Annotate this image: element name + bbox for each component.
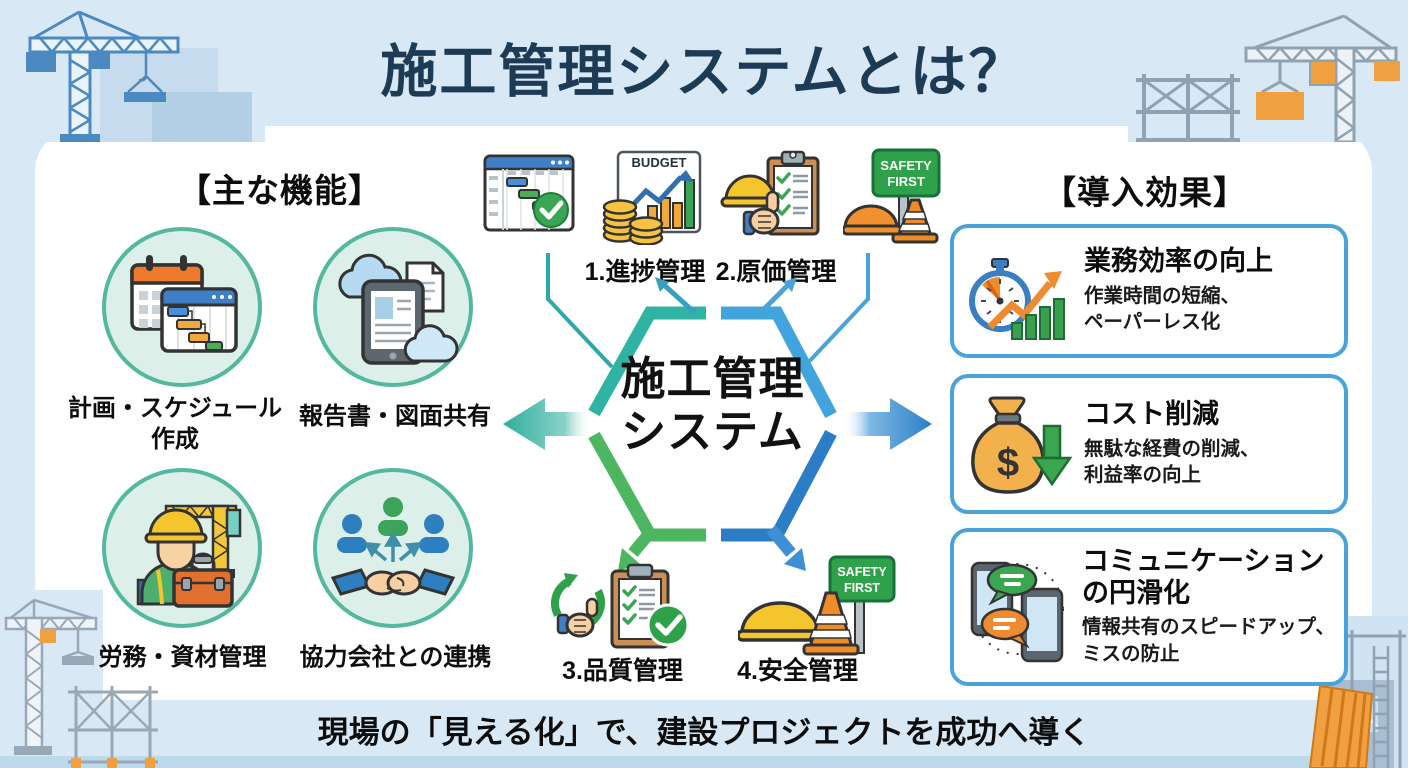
- label-safety-management: 4.安全管理: [737, 657, 858, 685]
- benefit-desc-efficiency: 作業時間の短縮、 ペーパーレス化: [1084, 284, 1241, 334]
- main-functions-heading: 【主な機能】: [178, 172, 382, 209]
- feature-label-partners: 協力会社との連携: [299, 644, 492, 671]
- label-quality-management: 3.品質管理: [562, 657, 683, 685]
- tower-crane-bottom-left-icon: [0, 590, 158, 768]
- safety-sign2-line1: SAFETY: [837, 565, 887, 579]
- feature-label-labor: 労務・資材管理: [98, 644, 267, 671]
- benefit-box-efficiency: 業務効率の向上 作業時間の短縮、 ペーパーレス化: [950, 224, 1348, 358]
- tablet-cloud-icon: [338, 253, 459, 365]
- gantt-check-icon: [483, 154, 575, 232]
- benefit-desc-communication: 情報共有のスピードアップ、 ミスの防止: [1082, 616, 1335, 666]
- safety-sign2-line2: FIRST: [844, 581, 880, 595]
- phones-chat-icon: [970, 561, 1064, 663]
- benefit-box-cost: $ コスト削減 無駄な経費の削減、 利益率の向上: [950, 374, 1348, 514]
- safety-first-sign-icon-bottom: SAFETY FIRST: [738, 555, 896, 656]
- worker-crane-toolbox-icon: [136, 504, 242, 608]
- label-cost-management: 2.原価管理: [715, 258, 837, 286]
- benefit-text-communication: コミュニケーション の円滑化 情報共有のスピードアップ、 ミスの防止: [1082, 546, 1335, 669]
- benefit-box-communication: コミュニケーション の円滑化 情報共有のスピードアップ、 ミスの防止: [950, 528, 1348, 686]
- benefits-heading: 【導入効果】: [1043, 174, 1247, 211]
- footer-tagline: 現場の「見える化」で、建設プロジェクトを成功へ導く: [317, 715, 1091, 750]
- tower-crane-top-right-icon: [1128, 0, 1408, 142]
- dollar-glyph: $: [997, 441, 1019, 485]
- construction-site-bottom-right-icon: [1308, 616, 1408, 768]
- bottom-bar: [0, 756, 1408, 768]
- feature-label-schedule: 計画・スケジュール 作成: [67, 395, 283, 454]
- hexagon-title-line2: システム: [621, 406, 804, 458]
- feature-circle-schedule: [102, 227, 262, 387]
- benefit-title-efficiency: 業務効率の向上: [1084, 245, 1273, 276]
- budget-sign-label: BUDGET: [632, 155, 687, 170]
- benefit-title-cost: コスト削減: [1084, 398, 1219, 429]
- budget-chart-icon: BUDGET: [602, 150, 702, 245]
- feature-circle-reports: [313, 227, 473, 387]
- hexagon-diagram: [503, 253, 932, 571]
- benefit-desc-cost: 無駄な経費の削減、 利益率の向上: [1084, 437, 1260, 487]
- benefit-text-cost: コスト削減 無駄な経費の削減、 利益率の向上: [1084, 399, 1260, 490]
- handshake-people-icon: [330, 497, 456, 596]
- feature-circle-labor: [102, 468, 262, 628]
- stopwatch-chart-icon: [969, 257, 1065, 340]
- quality-check-icon: [550, 563, 690, 649]
- benefit-text-efficiency: 業務効率の向上 作業時間の短縮、 ペーパーレス化: [1084, 246, 1273, 337]
- benefit-title-communication: コミュニケーション の円滑化: [1082, 545, 1325, 608]
- feature-label-reports: 報告書・図面共有: [299, 403, 491, 430]
- safety-sign-line2: FIRST: [887, 174, 925, 189]
- safety-first-sign-icon-top: SAFETY FIRST: [843, 148, 941, 244]
- tower-crane-top-left-icon: [0, 0, 265, 142]
- hexagon-title-line1: 施工管理: [620, 353, 805, 404]
- hexagon-title: 施工管理 システム: [595, 352, 830, 458]
- moneybag-down-arrow-icon: $: [971, 396, 1073, 494]
- label-progress-management: 1.進捗管理: [584, 258, 706, 286]
- page-title: 施工管理システムとは？: [380, 40, 1028, 104]
- calendar-gantt-icon: [130, 255, 238, 353]
- feature-circle-partners: [313, 468, 473, 628]
- helmet-thumbsup-clipboard-icon: [720, 150, 820, 236]
- safety-sign-line1: SAFETY: [880, 158, 932, 173]
